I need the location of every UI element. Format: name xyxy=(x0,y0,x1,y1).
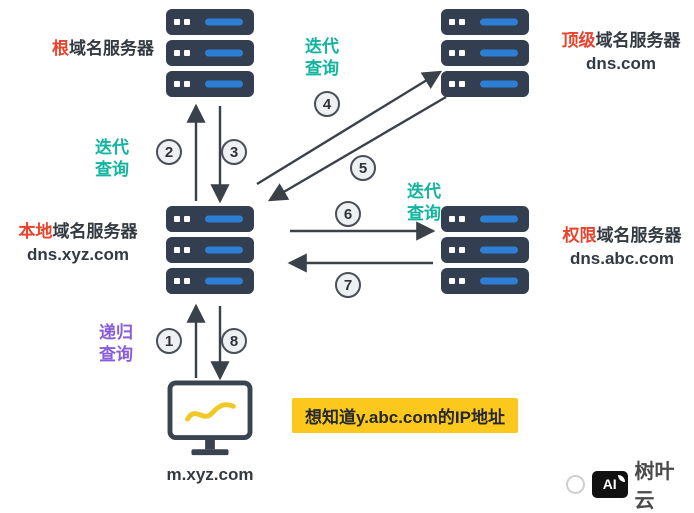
auth-domain: dns.abc.com xyxy=(570,248,674,268)
step-6-badge: 6 xyxy=(335,201,361,227)
local-label-emphasis: 本地 xyxy=(18,222,53,241)
question-callout: 想知道y.abc.com的IP地址 xyxy=(292,398,518,433)
step-5-badge: 5 xyxy=(350,155,376,181)
root-label-emphasis: 根 xyxy=(52,39,69,58)
iterative-query-label-left: 迭代 查询 xyxy=(84,137,140,181)
step-3-badge: 3 xyxy=(221,139,247,165)
step-4-badge: 4 xyxy=(314,91,340,117)
watermark-logo: AI xyxy=(591,470,628,498)
step-7-badge: 7 xyxy=(335,272,361,298)
annot-line: 迭代 xyxy=(407,182,441,201)
tld-domain: dns.com xyxy=(586,53,656,73)
root-server-label: 根域名服务器 xyxy=(4,38,154,61)
auth-label-rest: 域名服务器 xyxy=(596,226,682,245)
step-2-badge: 2 xyxy=(156,139,182,165)
server-icon-auth xyxy=(440,205,530,295)
client-label: m.xyz.com xyxy=(166,465,254,484)
annot-line: 查询 xyxy=(305,59,339,79)
server-icon-tld xyxy=(440,8,530,98)
monitor-icon xyxy=(166,380,254,462)
local-label-rest: 域名服务器 xyxy=(52,222,138,241)
root-label-rest: 域名服务器 xyxy=(69,39,154,58)
watermark-brand: 树叶云 xyxy=(634,461,675,512)
annot-line: 查询 xyxy=(407,204,441,224)
watermark-logo-text: AI xyxy=(602,476,617,492)
step-8-badge: 8 xyxy=(221,328,247,354)
server-icon-local xyxy=(165,205,255,295)
watermark-circle-icon xyxy=(566,474,585,494)
tld-server-label: 顶级域名服务器 dns.com xyxy=(550,30,692,76)
annot-line: 查询 xyxy=(95,160,129,180)
local-domain: dns.xyz.com xyxy=(26,244,130,264)
local-server-label: 本地域名服务器 dns.xyz.com xyxy=(0,221,156,267)
local-label-line: 本地域名服务器 xyxy=(0,221,156,244)
tld-label-line: 顶级域名服务器 xyxy=(550,30,692,53)
arrow-step5 xyxy=(267,95,447,202)
annot-line: 迭代 xyxy=(95,138,129,157)
iterative-query-label-top: 迭代 查询 xyxy=(294,36,350,80)
iterative-query-label-right: 迭代 查询 xyxy=(396,181,452,225)
annot-line: 迭代 xyxy=(305,37,339,56)
auth-server-label: 权限域名服务器 dns.abc.com xyxy=(550,225,694,271)
server-icon-root xyxy=(165,8,255,98)
auth-label-line: 权限域名服务器 xyxy=(550,225,694,248)
tld-label-emphasis: 顶级 xyxy=(561,31,596,50)
leaf-icon xyxy=(617,474,625,482)
recursive-query-label: 递归 查询 xyxy=(88,322,144,366)
watermark: AI 树叶云 xyxy=(566,455,694,513)
tld-label-rest: 域名服务器 xyxy=(595,31,681,50)
arrow-step4 xyxy=(256,70,443,186)
arrows-layer xyxy=(186,70,447,381)
auth-label-emphasis: 权限 xyxy=(562,226,597,245)
annot-line: 查询 xyxy=(99,345,133,365)
annot-line: 递归 xyxy=(99,323,133,342)
step-1-badge: 1 xyxy=(156,328,182,354)
